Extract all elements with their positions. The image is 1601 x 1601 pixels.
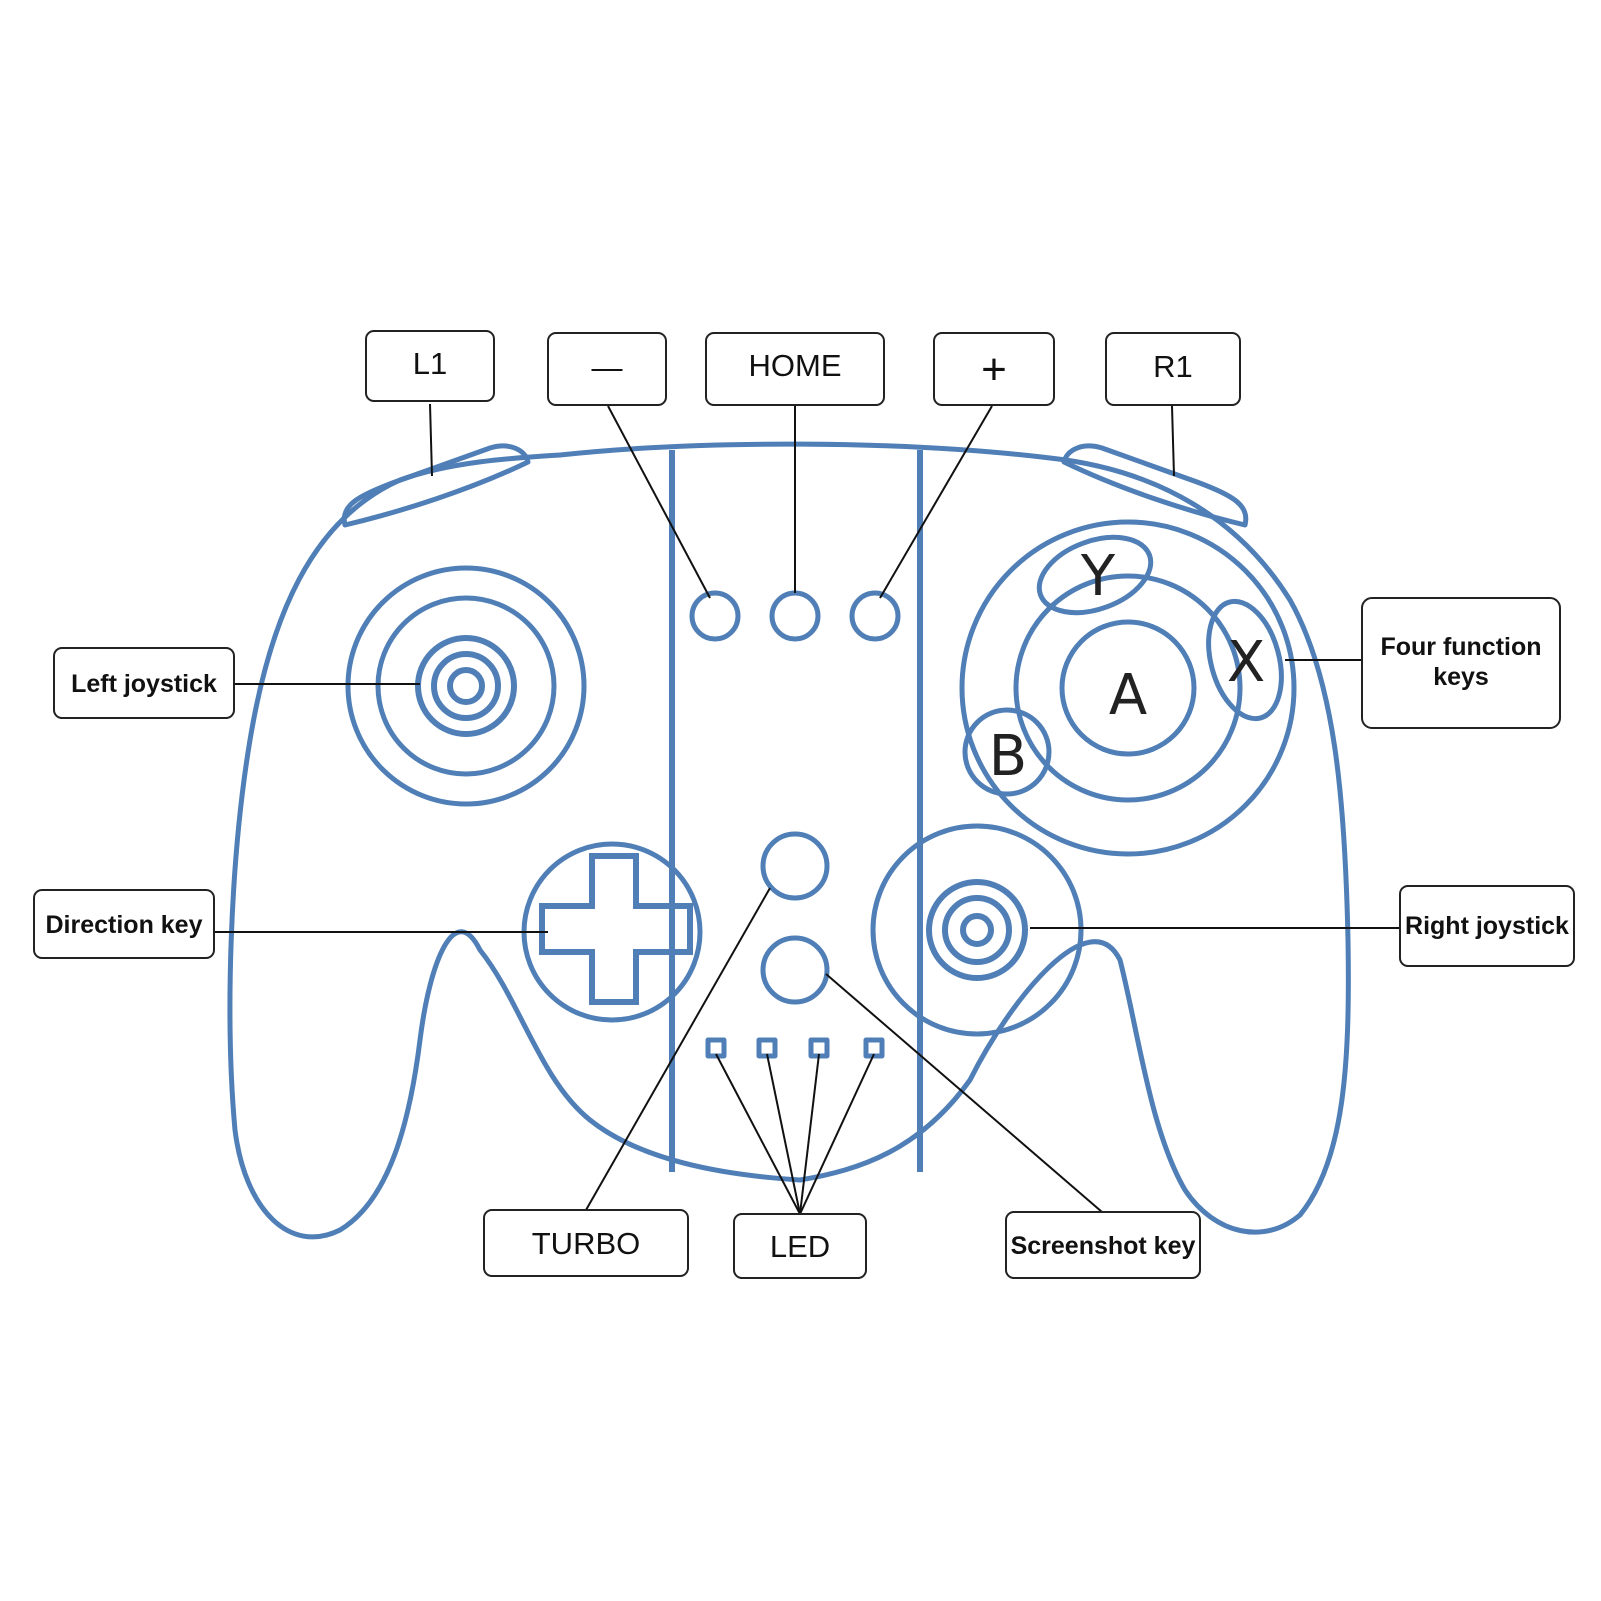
- callout-l1: L1: [365, 330, 495, 402]
- leader-led-4: [799, 1053, 875, 1215]
- callout-turbo: TURBO: [483, 1209, 689, 1277]
- leader-l1: [429, 403, 433, 477]
- plus-button[interactable]: [849, 590, 901, 642]
- callout-left-joystick: Left joystick: [53, 647, 235, 719]
- r1-bumper[interactable]: [1061, 443, 1249, 528]
- leader-led-1: [715, 1053, 801, 1215]
- leader-screenshot: [825, 973, 1103, 1213]
- callout-home: HOME: [705, 332, 885, 406]
- callout-plus: +: [933, 332, 1055, 406]
- callout-r1: R1: [1105, 332, 1241, 406]
- controller-body: [227, 441, 1351, 1240]
- leader-r1: [1171, 405, 1175, 477]
- dpad-cross[interactable]: [539, 853, 693, 1005]
- led-1: [705, 1037, 727, 1059]
- b-button[interactable]: [962, 707, 1052, 797]
- home-button[interactable]: [769, 590, 821, 642]
- l1-bumper[interactable]: [341, 443, 531, 528]
- minus-button[interactable]: [689, 590, 741, 642]
- callout-minus: —: [547, 332, 667, 406]
- leader-plus: [879, 405, 993, 599]
- x-button-label: X: [1227, 630, 1265, 695]
- callout-four-function-keys: Four function keys: [1361, 597, 1561, 729]
- callout-screenshot-key-text: Screenshot key: [1011, 1232, 1196, 1260]
- leader-turbo: [585, 887, 771, 1211]
- callout-direction-key-text: Direction key: [45, 911, 202, 939]
- led-4: [863, 1037, 885, 1059]
- leader-minus: [607, 405, 711, 599]
- face-buttons: A Y X B: [959, 519, 1297, 857]
- callout-r1-text: R1: [1153, 349, 1193, 384]
- a-button[interactable]: [1059, 619, 1197, 757]
- leader-led-2: [766, 1053, 801, 1215]
- left-joystick[interactable]: [345, 565, 587, 807]
- callout-four-function-text-1: Four function: [1380, 633, 1541, 661]
- a-button-label: A: [1109, 663, 1147, 728]
- callout-l1-text: L1: [413, 346, 447, 381]
- callout-four-function-text-2: keys: [1433, 663, 1489, 691]
- b-button-label: B: [989, 724, 1027, 789]
- callout-turbo-text: TURBO: [532, 1226, 641, 1261]
- leader-lines: [214, 403, 1400, 1215]
- callout-right-joystick: Right joystick: [1399, 885, 1575, 967]
- leader-led-3: [799, 1053, 820, 1215]
- callout-led: LED: [733, 1213, 867, 1279]
- controller-outline: [227, 441, 1351, 1240]
- led-2: [756, 1037, 778, 1059]
- callout-minus-text: —: [592, 350, 623, 385]
- y-button[interactable]: [1029, 523, 1161, 627]
- callout-led-text: LED: [770, 1229, 830, 1264]
- callout-screenshot-key: Screenshot key: [1005, 1211, 1201, 1279]
- callout-left-joystick-text: Left joystick: [71, 670, 217, 698]
- led-3: [808, 1037, 830, 1059]
- turbo-button[interactable]: [760, 831, 830, 901]
- right-joystick[interactable]: [870, 823, 1084, 1037]
- callout-direction-key: Direction key: [33, 889, 215, 959]
- callout-plus-text: +: [981, 345, 1007, 394]
- y-button-label: Y: [1080, 544, 1116, 609]
- callout-right-joystick-text: Right joystick: [1405, 912, 1569, 940]
- x-button[interactable]: [1197, 593, 1294, 727]
- callout-home-text: HOME: [749, 348, 842, 383]
- screenshot-button[interactable]: [760, 935, 830, 1005]
